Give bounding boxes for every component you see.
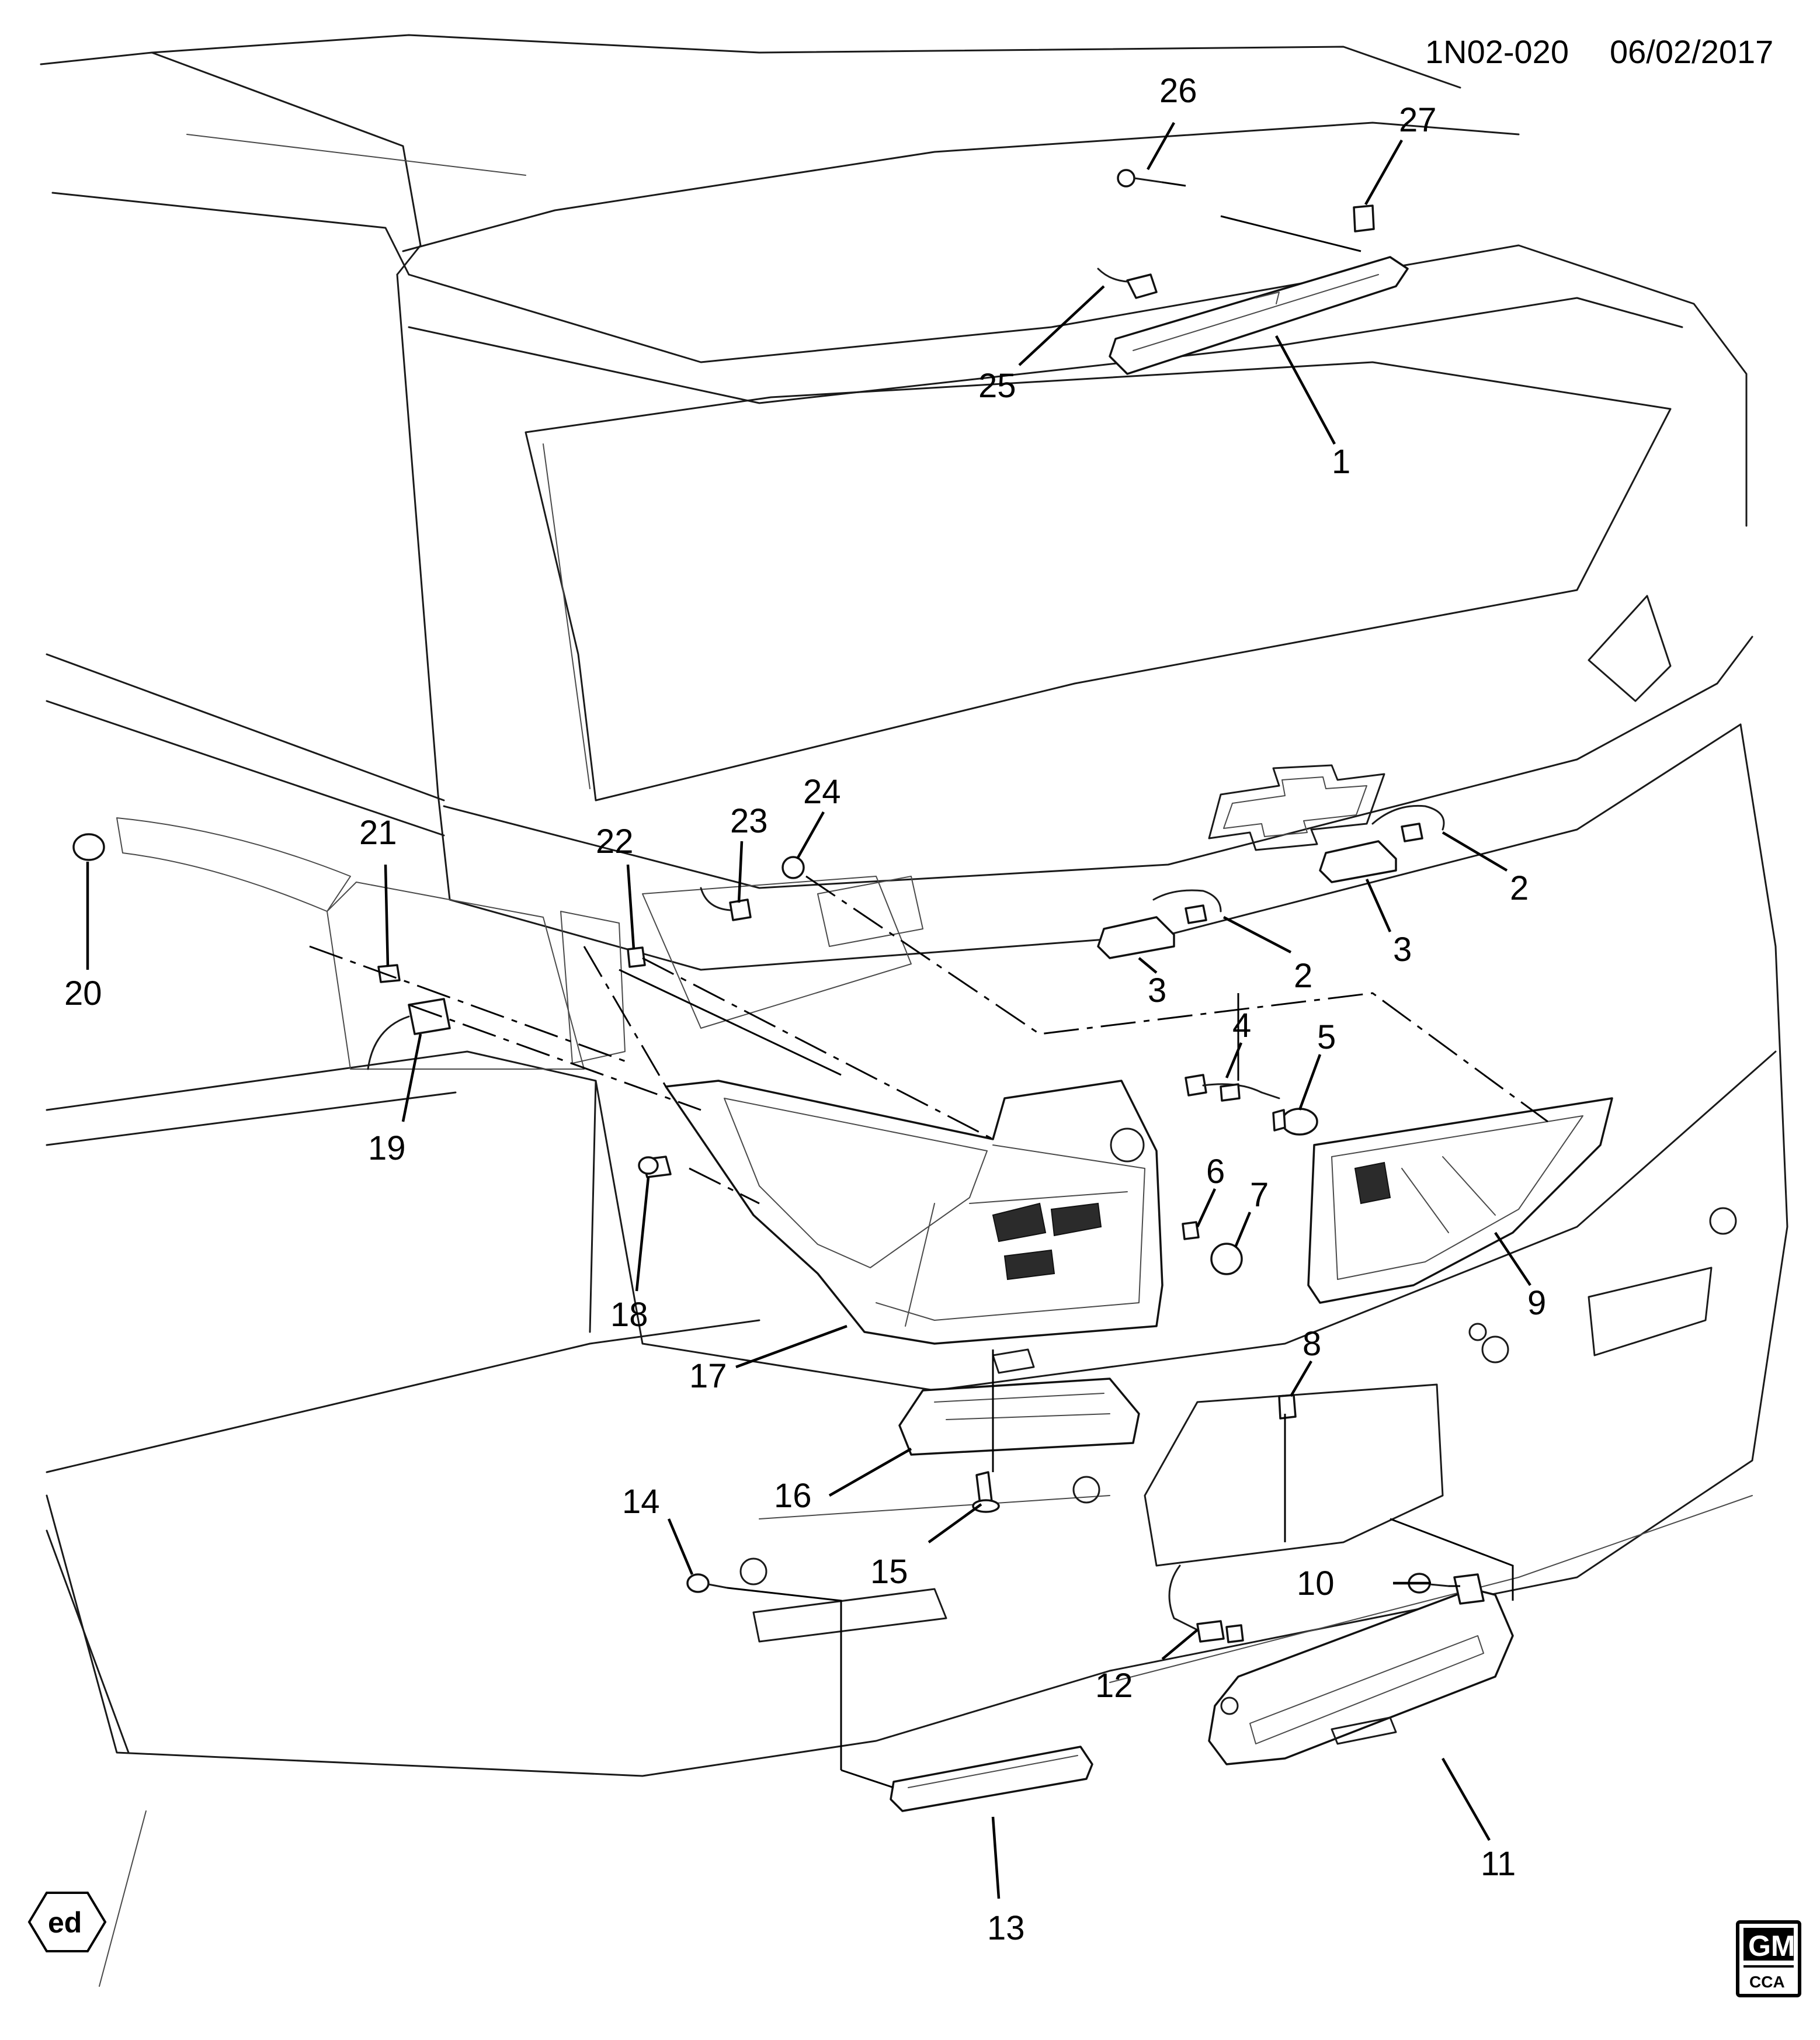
part-23-connector bbox=[700, 887, 752, 921]
part-27-clip-nut bbox=[1353, 204, 1375, 233]
part-4-socket-harness bbox=[1185, 1074, 1280, 1102]
ed-badge-label: ed bbox=[48, 1906, 82, 1939]
callout-13: 13 bbox=[987, 1909, 1025, 1947]
callout-15: 15 bbox=[870, 1553, 908, 1591]
callout-19: 19 bbox=[368, 1129, 406, 1167]
chevrolet-bowtie-emblem bbox=[1208, 764, 1385, 851]
callout-11: 11 bbox=[1481, 1845, 1516, 1883]
callout-8: 8 bbox=[1303, 1325, 1321, 1363]
callout-26: 26 bbox=[1159, 72, 1197, 110]
part-21-socket bbox=[377, 964, 401, 983]
callout-24: 24 bbox=[803, 773, 841, 811]
part-11-bumper-lamp bbox=[1208, 1573, 1514, 1765]
callout-2-right: 2 bbox=[1510, 869, 1529, 907]
part-9-inner-tail-lamp bbox=[1307, 1097, 1613, 1304]
callout-16: 16 bbox=[774, 1477, 812, 1515]
callout-leaders bbox=[86, 122, 1531, 1899]
part-24-plug bbox=[782, 856, 805, 879]
callout-25: 25 bbox=[978, 367, 1016, 405]
gm-logo-sublabel: CCA bbox=[1749, 1973, 1785, 1991]
callout-9: 9 bbox=[1527, 1284, 1546, 1322]
ed-badge-icon: ed bbox=[27, 1892, 107, 1952]
alignment-guides bbox=[309, 181, 1548, 1789]
part-20-plug bbox=[72, 833, 105, 861]
callout-4: 4 bbox=[1232, 1007, 1251, 1045]
part-15-screw bbox=[972, 1471, 1000, 1513]
callout-10: 10 bbox=[1297, 1564, 1335, 1602]
callout-23: 23 bbox=[730, 802, 768, 840]
callout-27: 27 bbox=[1399, 101, 1437, 139]
part-8-clip-nut bbox=[1278, 1394, 1297, 1420]
callout-22: 22 bbox=[596, 823, 634, 861]
part-25-chmsl-connector bbox=[1097, 268, 1158, 299]
callout-5: 5 bbox=[1317, 1018, 1336, 1056]
part-7-plug bbox=[1210, 1243, 1243, 1275]
part-18-socket bbox=[638, 1156, 672, 1178]
part-14-bolt bbox=[686, 1573, 728, 1593]
callout-2-left: 2 bbox=[1294, 957, 1312, 995]
gm-logo-icon: GM CCA bbox=[1736, 1920, 1801, 1997]
diagram-number: 1N02-020 bbox=[1425, 33, 1569, 70]
callout-3-right: 3 bbox=[1393, 931, 1412, 969]
part-1-chmsl-lamp bbox=[1109, 256, 1409, 375]
gm-logo-label: GM bbox=[1748, 1930, 1795, 1962]
callout-7: 7 bbox=[1250, 1176, 1269, 1214]
part-3-license-lamp-right bbox=[1319, 804, 1445, 883]
part-22-nut bbox=[627, 946, 646, 968]
callout-3-left: 3 bbox=[1148, 972, 1166, 1009]
part-17-outer-tail-lamp bbox=[665, 1080, 1163, 1374]
part-3-license-lamp-left bbox=[1097, 889, 1222, 959]
diagram-date: 06/02/2017 bbox=[1610, 33, 1773, 70]
part-16-lower-lamp bbox=[898, 1378, 1140, 1456]
callout-labels: 1 2 2 3 3 4 5 6 7 8 9 10 11 12 13 14 15 … bbox=[64, 72, 1546, 1947]
callout-1: 1 bbox=[1332, 443, 1350, 481]
callout-18: 18 bbox=[610, 1296, 648, 1334]
callout-14: 14 bbox=[622, 1483, 660, 1521]
part-5-bulb bbox=[1272, 1108, 1318, 1136]
part-6-nut bbox=[1182, 1221, 1200, 1240]
part-13-reflector bbox=[890, 1746, 1093, 1812]
callout-17: 17 bbox=[689, 1357, 727, 1395]
part-12-harness bbox=[1168, 1564, 1244, 1643]
callout-20: 20 bbox=[64, 974, 102, 1012]
callout-6: 6 bbox=[1206, 1153, 1225, 1191]
part-26-screw bbox=[1117, 169, 1163, 188]
vehicle-body-outline bbox=[40, 34, 1788, 1987]
callout-21: 21 bbox=[359, 814, 397, 852]
part-19-harness-connector bbox=[367, 998, 451, 1070]
callout-12: 12 bbox=[1095, 1667, 1133, 1705]
